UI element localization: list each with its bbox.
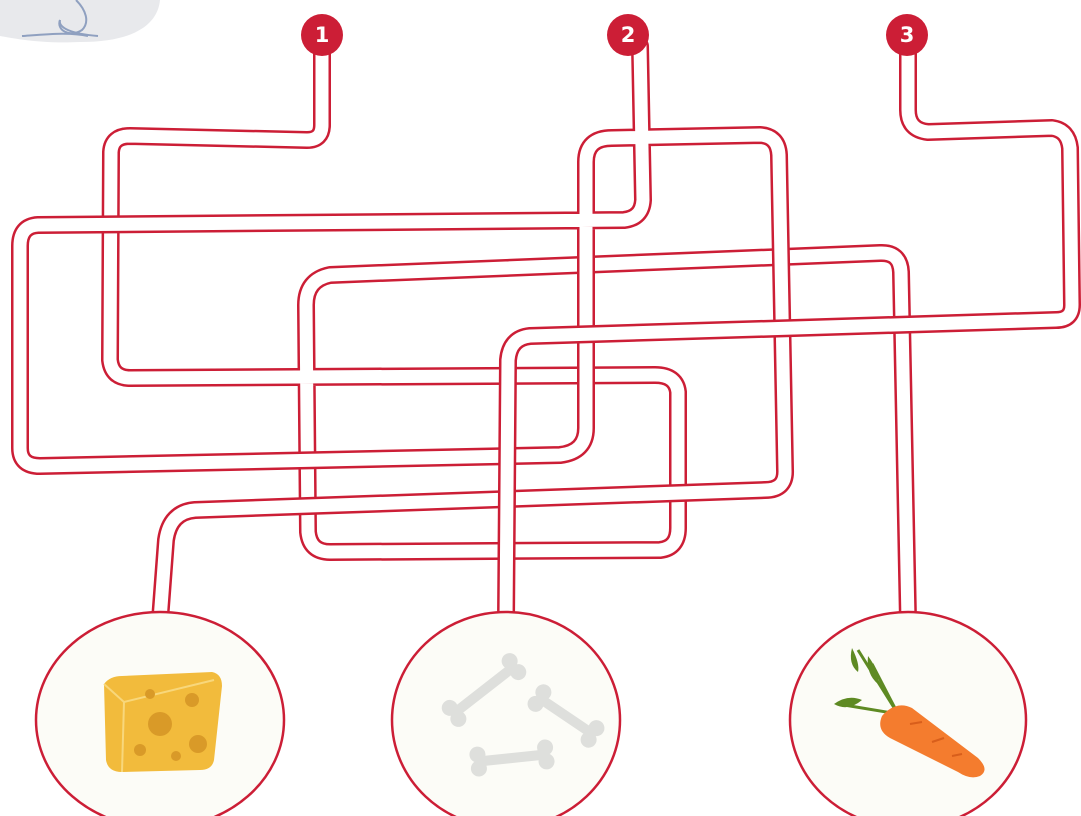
maze-path-3[interactable] <box>506 46 1072 620</box>
start-badge-2[interactable]: 2 <box>607 14 649 56</box>
destination-carrot[interactable] <box>790 612 1026 816</box>
destination-cheese[interactable] <box>36 612 284 816</box>
corner-decoration <box>0 0 160 42</box>
cheese-icon <box>104 672 222 772</box>
start-badge-2-label: 2 <box>621 23 636 47</box>
start-badge-3-label: 3 <box>900 23 915 47</box>
destination-bones[interactable] <box>392 612 620 816</box>
start-badge-3[interactable]: 3 <box>886 14 928 56</box>
start-badge-1-label: 1 <box>315 23 330 47</box>
start-badge-1[interactable]: 1 <box>301 14 343 56</box>
maze-paths <box>20 46 1072 620</box>
